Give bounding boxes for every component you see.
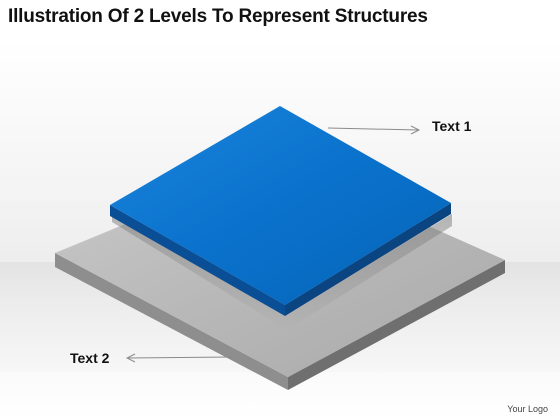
page-title: Illustration Of 2 Levels To Represent St… — [8, 6, 428, 27]
level-1-right-face — [285, 203, 451, 316]
level-1-slab — [110, 106, 451, 316]
level-2-label: Text 2 — [70, 350, 110, 366]
level-1-top-face — [110, 106, 451, 305]
logo-placeholder: Your Logo — [507, 404, 548, 414]
arrow-to-text-2 — [125, 353, 233, 363]
level-2-right-face — [288, 260, 505, 390]
level-1-label: Text 1 — [432, 118, 472, 134]
arrow-to-text-1 — [327, 125, 421, 135]
level-1-left-face — [110, 205, 285, 316]
level-2-left-face — [55, 253, 288, 390]
